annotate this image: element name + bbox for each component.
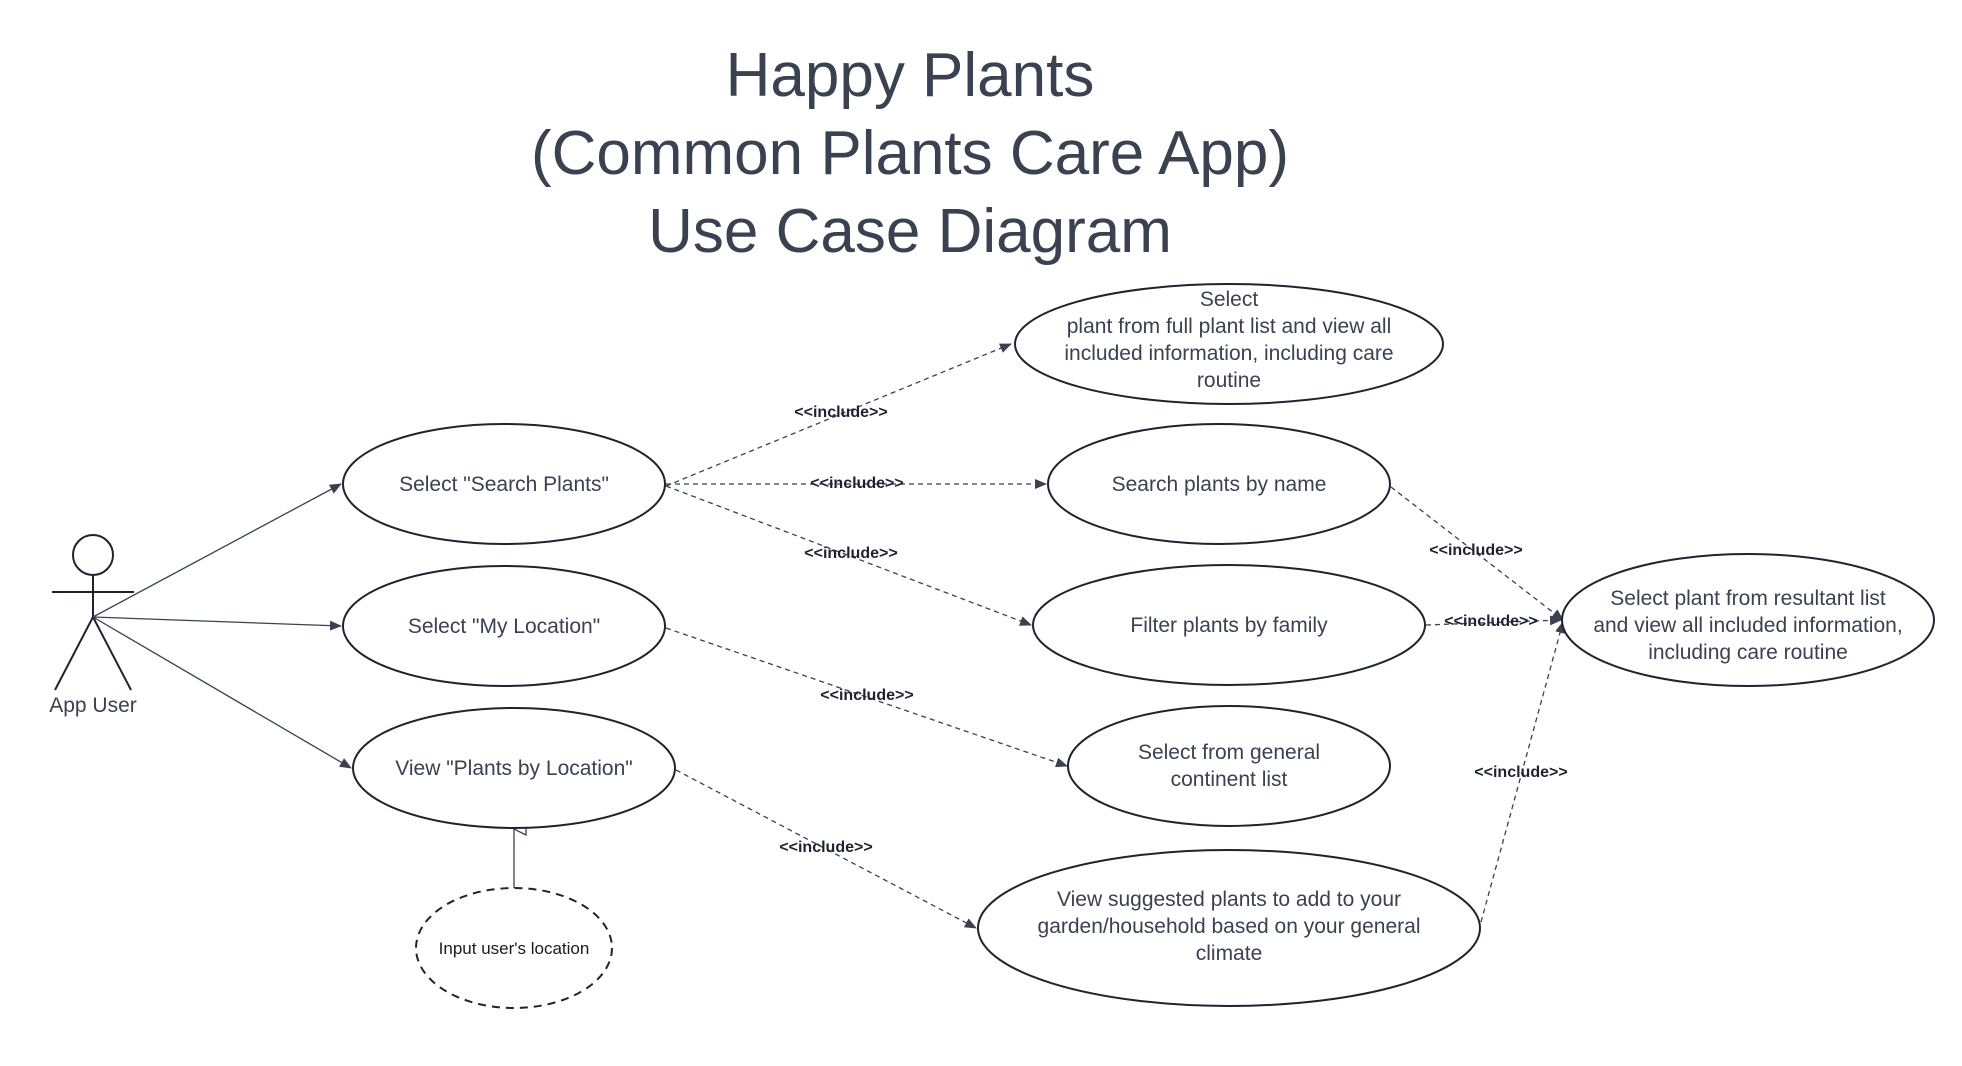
- use-case-ellipse: [342, 423, 666, 545]
- actor-label: App User: [49, 694, 137, 717]
- association-search-plants: [92, 483, 342, 618]
- use-case-label: Input user's location: [439, 939, 590, 958]
- include-label-plants-by-location-to-suggested: <<include>>: [779, 839, 872, 856]
- include-label-suggested-to-resultant: <<include>>: [1474, 764, 1567, 781]
- include-edge-family-to-resultant: [1425, 615, 1562, 626]
- use-case-ellipse: [1067, 705, 1391, 827]
- use-case-full-list: Select plant from full plant list and vi…: [1014, 283, 1444, 405]
- use-case-ellipse: [1047, 423, 1391, 545]
- include-label-location-to-continent: <<include>>: [820, 687, 913, 704]
- use-case-ellipse: [1561, 553, 1935, 687]
- include-label-search-to-name: <<include>>: [810, 475, 903, 492]
- include-edge-name-to-resultant: [1390, 486, 1564, 621]
- diagram-title-line-1: Happy Plants: [726, 41, 1095, 110]
- diagram-title-line-2: (Common Plants Care App): [531, 119, 1289, 188]
- use-case-label-line: Select from general: [1138, 741, 1320, 764]
- use-case-label-line: and view all included information,: [1593, 614, 1902, 637]
- include-label-search-to-full-list: <<include>>: [794, 404, 887, 421]
- use-case-label: Filter plants by family: [1130, 614, 1328, 637]
- include-edge-search-to-family: [665, 485, 1032, 626]
- use-case-label-line: continent list: [1171, 768, 1288, 791]
- use-case-plants-by-location: View "Plants by Location": [352, 707, 676, 829]
- use-case-label-line: included information, including care: [1064, 342, 1393, 365]
- use-case-search-plants: Select "Search Plants": [342, 423, 666, 545]
- use-case-search-by-name: Search plants by name: [1047, 423, 1391, 545]
- include-label-search-to-family: <<include>>: [804, 545, 897, 562]
- actor-head: [72, 534, 114, 576]
- use-case-suggested-plants: View suggested plants to add to your gar…: [977, 849, 1481, 1007]
- use-case-label-line: garden/household based on your general: [1038, 915, 1421, 938]
- include-label-name-to-resultant: <<include>>: [1429, 542, 1522, 559]
- use-case-ellipse: [352, 707, 676, 829]
- include-edge-suggested-to-resultant: [1480, 621, 1565, 923]
- actor-right-leg: [92, 616, 132, 691]
- use-case-label-line: plant from full plant list and view all: [1067, 315, 1392, 338]
- association-my-location: [92, 616, 342, 631]
- use-case-label: Select "My Location": [408, 615, 600, 638]
- include-edge-search-to-full-list: [665, 343, 1012, 487]
- use-case-filter-by-family: Filter plants by family: [1032, 564, 1426, 686]
- actor-app-user: App User: [49, 534, 137, 717]
- use-case-label: Search plants by name: [1112, 473, 1327, 496]
- use-case-ellipse: [342, 565, 666, 687]
- association-plants-by-location: [92, 616, 352, 769]
- use-case-ellipse: [977, 849, 1481, 1007]
- use-case-input-location: Input user's location: [415, 887, 613, 1009]
- use-case-continent-list: Select from general continent list: [1067, 705, 1391, 827]
- actor-left-leg: [54, 616, 94, 691]
- use-case-label-line: Select plant from resultant list: [1610, 587, 1886, 610]
- use-case-ellipse: [415, 887, 613, 1009]
- use-case-label: Select "Search Plants": [399, 473, 609, 496]
- use-case-label-line: routine: [1197, 369, 1261, 392]
- use-case-my-location: Select "My Location": [342, 565, 666, 687]
- include-label-family-to-resultant: <<include>>: [1444, 613, 1537, 630]
- use-case-label: View "Plants by Location": [395, 757, 633, 780]
- use-case-resultant-list: Select plant from resultant list and vie…: [1561, 553, 1935, 687]
- include-edge-plants-by-location-to-suggested: [675, 769, 977, 929]
- diagram-title-line-3: Use Case Diagram: [648, 197, 1172, 266]
- use-case-ellipse: [1032, 564, 1426, 686]
- include-edge-location-to-continent: [665, 627, 1068, 768]
- use-case-ellipse: [1014, 283, 1444, 405]
- use-case-label-line: Select: [1200, 288, 1259, 311]
- use-case-label-line: including care routine: [1648, 641, 1848, 664]
- use-case-label-line: climate: [1196, 942, 1263, 965]
- use-case-label-line: View suggested plants to add to your: [1057, 888, 1401, 911]
